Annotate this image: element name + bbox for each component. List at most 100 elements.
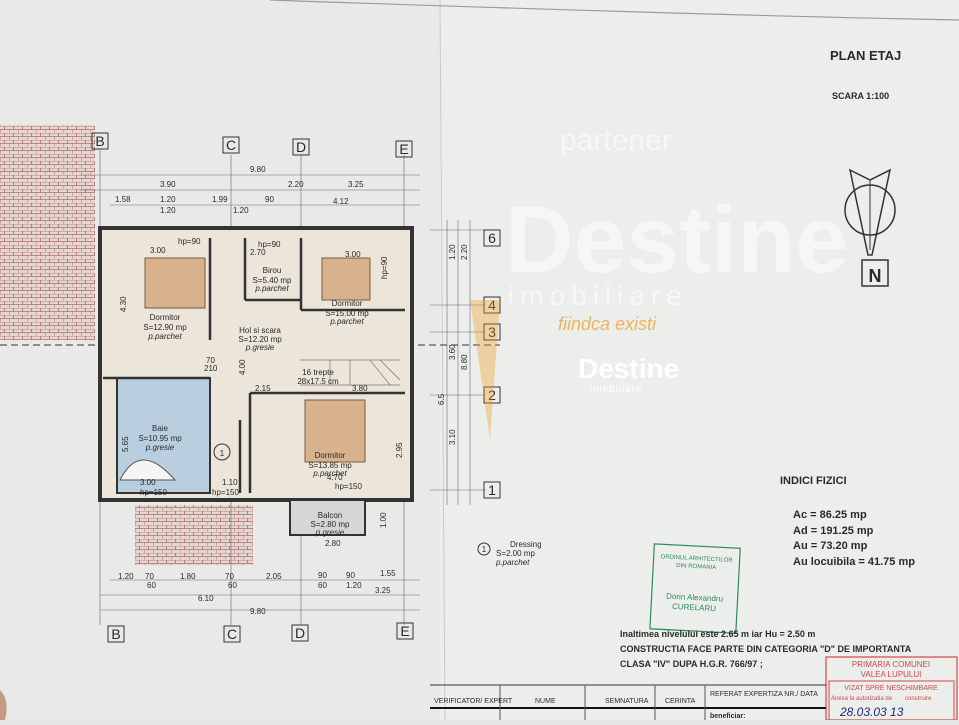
svg-text:NUME: NUME bbox=[535, 698, 556, 705]
svg-text:p.parchet: p.parchet bbox=[147, 332, 182, 341]
svg-text:Ac = 86.25 mp: Ac = 86.25 mp bbox=[793, 509, 867, 521]
svg-text:3.25: 3.25 bbox=[348, 180, 364, 189]
svg-text:p.parchet: p.parchet bbox=[312, 469, 347, 478]
svg-text:B: B bbox=[95, 133, 104, 149]
svg-text:1.20: 1.20 bbox=[118, 572, 134, 581]
svg-text:6.10: 6.10 bbox=[198, 594, 214, 603]
svg-text:5.65: 5.65 bbox=[121, 436, 130, 452]
svg-text:p.gresie: p.gresie bbox=[145, 443, 175, 452]
svg-text:210: 210 bbox=[204, 364, 218, 373]
terrace-tiles-bottom bbox=[135, 505, 253, 565]
svg-text:SEMNATURA: SEMNATURA bbox=[605, 698, 649, 705]
svg-text:90: 90 bbox=[346, 571, 355, 580]
svg-text:Destine: Destine bbox=[505, 187, 848, 293]
svg-text:Birou: Birou bbox=[263, 266, 282, 275]
svg-text:Dressing: Dressing bbox=[510, 540, 542, 549]
svg-text:Dorin Alexandru: Dorin Alexandru bbox=[666, 592, 723, 604]
svg-text:9.80: 9.80 bbox=[250, 165, 266, 174]
architect-stamp: ORDINUL ARHITECTILOR DIN ROMANIA Dorin A… bbox=[649, 543, 741, 634]
svg-text:Dormitor: Dormitor bbox=[332, 299, 363, 308]
svg-text:3.10: 3.10 bbox=[448, 429, 457, 445]
svg-text:imobiliare: imobiliare bbox=[590, 384, 643, 395]
indici-fizici: INDICI FIZICI Ac = 86.25 mp Ad = 191.25 … bbox=[780, 475, 915, 568]
svg-text:S=5.40 mp: S=5.40 mp bbox=[253, 276, 292, 285]
dimension-labels: 9.80 3.90 2.20 3.25 1.58 1.20 1.99 90 4.… bbox=[115, 165, 469, 616]
svg-text:1: 1 bbox=[482, 545, 487, 554]
svg-text:1.00: 1.00 bbox=[379, 512, 388, 528]
svg-text:Anexa la autorizatia de: Anexa la autorizatia de bbox=[831, 696, 893, 702]
svg-text:60: 60 bbox=[147, 581, 156, 590]
svg-text:construire: construire bbox=[905, 696, 932, 702]
svg-text:2.20: 2.20 bbox=[288, 180, 304, 189]
svg-text:CLASA "IV" DUPA H.G.R. 766/97: CLASA "IV" DUPA H.G.R. 766/97 ; bbox=[620, 659, 763, 669]
grid-axis-markers: B C D E B C D E 6 4 3 2 1 bbox=[91, 132, 501, 643]
svg-text:1.20: 1.20 bbox=[233, 206, 249, 215]
svg-text:hp=90: hp=90 bbox=[258, 240, 281, 249]
svg-text:PRIMARIA COMUNEI: PRIMARIA COMUNEI bbox=[852, 660, 930, 669]
svg-text:3.00: 3.00 bbox=[150, 246, 166, 255]
svg-text:28.03.03 13: 28.03.03 13 bbox=[839, 705, 904, 719]
svg-text:28x17.5 cm: 28x17.5 cm bbox=[297, 377, 339, 386]
svg-text:N: N bbox=[869, 266, 882, 286]
svg-text:S=2.00 mp: S=2.00 mp bbox=[496, 549, 535, 558]
svg-text:VIZAT SPRE NESCHIMBARE: VIZAT SPRE NESCHIMBARE bbox=[844, 685, 938, 692]
svg-text:hp=90: hp=90 bbox=[178, 237, 201, 246]
svg-text:S=12.90 mp: S=12.90 mp bbox=[143, 323, 187, 332]
svg-text:9.80: 9.80 bbox=[250, 607, 266, 616]
svg-text:Inaltimea nivelului este 2.65: Inaltimea nivelului este 2.65 m iar Hu =… bbox=[620, 629, 815, 639]
svg-text:CONSTRUCTIA FACE PARTE DIN CAT: CONSTRUCTIA FACE PARTE DIN CATEGORIA "D"… bbox=[620, 644, 912, 654]
svg-text:1.20: 1.20 bbox=[160, 206, 176, 215]
svg-text:3.90: 3.90 bbox=[160, 180, 176, 189]
svg-text:1.80: 1.80 bbox=[180, 572, 196, 581]
svg-text:hp=90: hp=90 bbox=[380, 256, 389, 279]
svg-text:Au = 73.20 mp: Au = 73.20 mp bbox=[793, 540, 868, 552]
svg-text:Dormitor: Dormitor bbox=[150, 313, 181, 322]
svg-text:1: 1 bbox=[220, 449, 225, 458]
svg-text:hp=150: hp=150 bbox=[335, 482, 362, 491]
svg-text:2.70: 2.70 bbox=[250, 248, 266, 257]
svg-text:B: B bbox=[111, 626, 120, 642]
svg-text:CERINTA: CERINTA bbox=[665, 698, 696, 705]
svg-text:4.70: 4.70 bbox=[327, 473, 343, 482]
svg-text:2.95: 2.95 bbox=[395, 442, 404, 458]
svg-text:E: E bbox=[399, 141, 408, 157]
svg-text:ORDINUL ARHITECTILOR: ORDINUL ARHITECTILOR bbox=[660, 554, 733, 564]
room-labels: Dormitor S=12.90 mp p.parchet Birou S=5.… bbox=[138, 266, 541, 567]
svg-text:3.00: 3.00 bbox=[140, 478, 156, 487]
construction-notes: Inaltimea nivelului este 2.65 m iar Hu =… bbox=[620, 629, 912, 669]
north-arrow-icon: N bbox=[844, 168, 896, 287]
svg-text:8.80: 8.80 bbox=[460, 354, 469, 370]
plan-title: PLAN ETAJ bbox=[830, 48, 901, 63]
svg-text:1.58: 1.58 bbox=[115, 195, 131, 204]
svg-text:6: 6 bbox=[488, 230, 496, 246]
svg-text:Ad = 191.25 mp: Ad = 191.25 mp bbox=[793, 525, 874, 537]
svg-text:E: E bbox=[400, 623, 409, 639]
building-plan: 1 bbox=[98, 226, 414, 536]
svg-text:2.80: 2.80 bbox=[325, 539, 341, 548]
svg-text:3: 3 bbox=[488, 324, 496, 340]
svg-text:70: 70 bbox=[206, 356, 215, 365]
svg-text:3.80: 3.80 bbox=[352, 384, 368, 393]
svg-text:hp=150: hp=150 bbox=[212, 488, 239, 497]
svg-text:2.20: 2.20 bbox=[460, 244, 469, 260]
svg-text:REFERAT EXPERTIZA NR./ DATA: REFERAT EXPERTIZA NR./ DATA bbox=[710, 691, 818, 698]
svg-text:Hol si scara: Hol si scara bbox=[239, 326, 281, 335]
svg-text:60: 60 bbox=[228, 581, 237, 590]
svg-text:hp=150: hp=150 bbox=[140, 488, 167, 497]
svg-text:Balcon: Balcon bbox=[318, 511, 342, 520]
svg-text:D: D bbox=[296, 139, 306, 155]
svg-text:70: 70 bbox=[225, 572, 234, 581]
svg-text:p.parchet: p.parchet bbox=[254, 284, 289, 293]
svg-text:90: 90 bbox=[265, 195, 274, 204]
svg-text:VERIFICATOR/ EXPERT: VERIFICATOR/ EXPERT bbox=[434, 698, 513, 705]
svg-text:fiindca existi: fiindca existi bbox=[558, 314, 657, 334]
svg-text:S=2.80 mp: S=2.80 mp bbox=[311, 520, 350, 529]
svg-text:1.55: 1.55 bbox=[380, 569, 396, 578]
svg-text:partener: partener bbox=[560, 124, 672, 157]
svg-text:C: C bbox=[226, 137, 236, 153]
svg-text:1.20: 1.20 bbox=[160, 195, 176, 204]
svg-text:90: 90 bbox=[318, 571, 327, 580]
svg-text:VALEA LUPULUI: VALEA LUPULUI bbox=[861, 670, 922, 679]
svg-text:DIN ROMANIA: DIN ROMANIA bbox=[676, 563, 716, 571]
svg-text:6.5: 6.5 bbox=[437, 393, 446, 405]
